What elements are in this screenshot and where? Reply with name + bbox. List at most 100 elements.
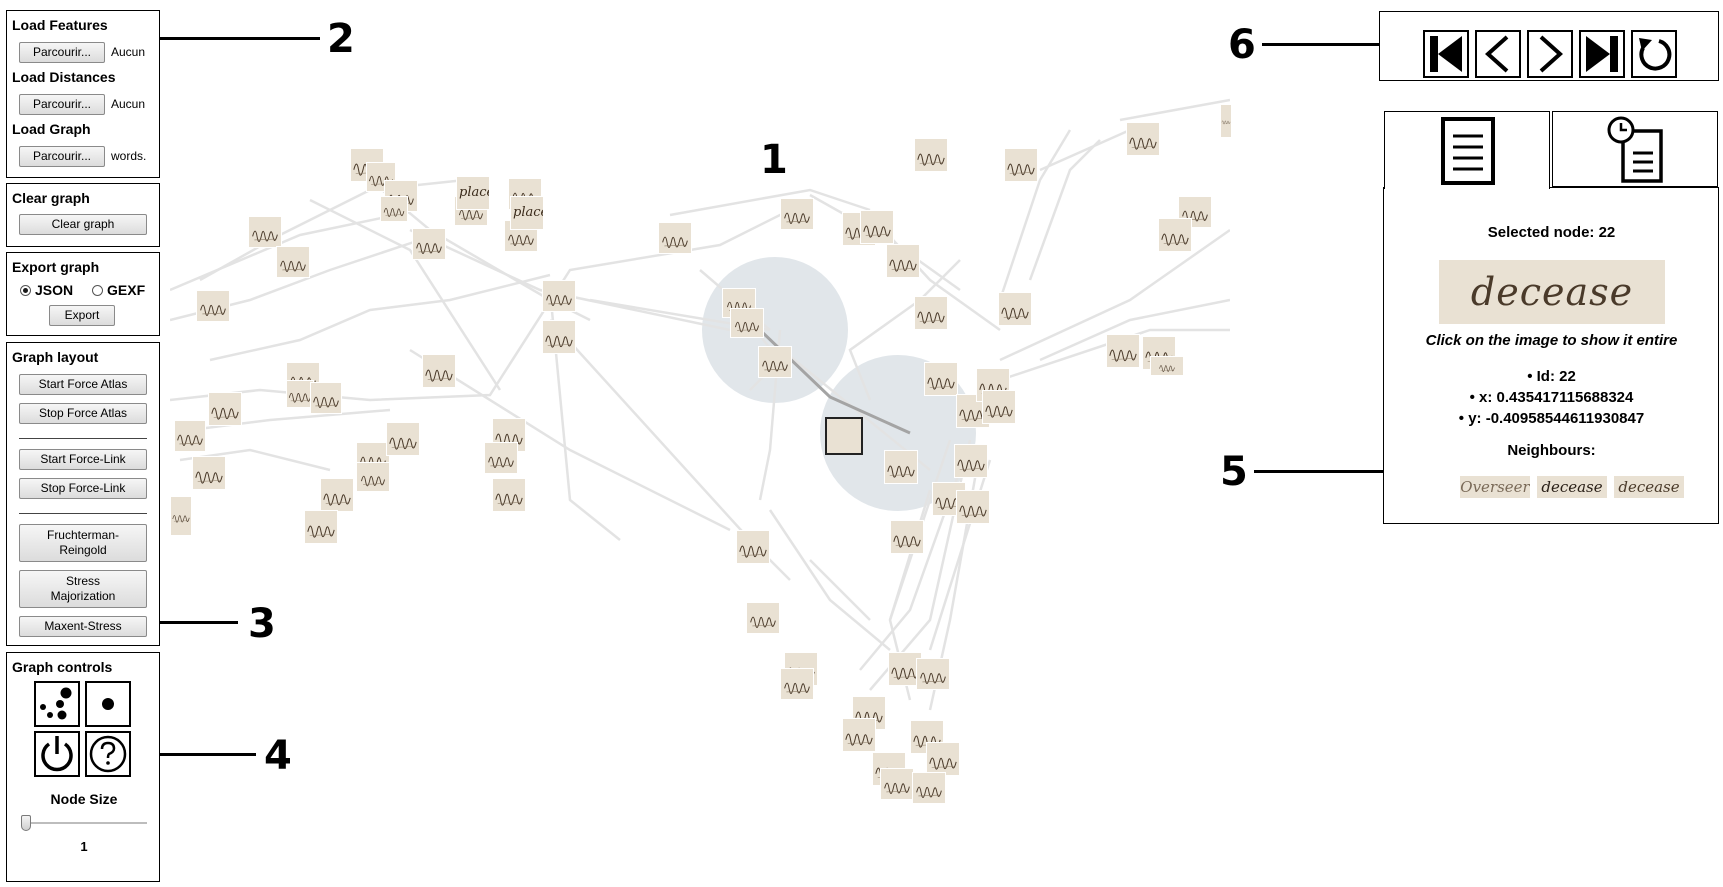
node-y: y: -0.40958544611930847	[1468, 410, 1645, 427]
word-node[interactable]	[914, 296, 948, 330]
neighbour-thumb[interactable]: Overseer	[1460, 476, 1530, 498]
word-node[interactable]	[780, 198, 814, 230]
graph-edges	[170, 98, 1230, 711]
word-node[interactable]	[208, 392, 242, 426]
word-node[interactable]	[356, 462, 390, 492]
export-button[interactable]: Export	[49, 305, 115, 326]
word-node[interactable]	[484, 442, 518, 474]
word-node[interactable]	[412, 228, 446, 260]
json-radio[interactable]	[20, 285, 31, 296]
word-node[interactable]: place	[510, 196, 544, 230]
graph-canvas[interactable]: place place	[170, 0, 1232, 887]
slider-thumb[interactable]	[21, 815, 31, 831]
word-node[interactable]	[842, 718, 876, 752]
graph-controls-title: Graph controls	[12, 659, 113, 675]
word-node[interactable]	[924, 362, 958, 396]
stop-force-link-button[interactable]: Stop Force-Link	[19, 478, 147, 499]
start-force-link-button[interactable]: Start Force-Link	[19, 449, 147, 470]
help-button[interactable]	[85, 731, 131, 777]
word-node[interactable]	[1158, 218, 1192, 252]
word-node[interactable]	[320, 478, 354, 512]
single-dot-button[interactable]	[85, 681, 131, 727]
word-node[interactable]	[170, 496, 192, 536]
word-node[interactable]	[884, 450, 918, 484]
word-node[interactable]	[736, 530, 770, 564]
word-node[interactable]	[746, 602, 780, 634]
neighbour-thumb[interactable]: decease	[1614, 476, 1684, 498]
word-node[interactable]	[780, 668, 814, 700]
fruchterman-reingold-button[interactable]: Fruchterman-Reingold	[19, 524, 147, 562]
features-file-name: Aucun	[111, 45, 146, 59]
reset-icon	[1639, 38, 1672, 71]
browse-features-button[interactable]: Parcourir...	[19, 42, 105, 63]
word-node[interactable]	[1150, 356, 1184, 376]
load-graph-title: Load Graph	[12, 121, 91, 137]
word-node[interactable]	[912, 772, 946, 804]
node-size-value: 1	[80, 839, 88, 854]
word-node[interactable]	[542, 320, 576, 354]
word-node[interactable]	[860, 210, 894, 244]
word-node[interactable]	[276, 246, 310, 278]
word-node[interactable]	[422, 354, 456, 388]
word-node[interactable]	[192, 456, 226, 490]
word-node[interactable]	[758, 346, 792, 378]
first-button[interactable]	[1423, 30, 1469, 78]
stop-force-atlas-button[interactable]: Stop Force Atlas	[19, 403, 147, 424]
last-button[interactable]	[1579, 30, 1625, 78]
word-node[interactable]	[1106, 334, 1140, 368]
word-node[interactable]	[926, 742, 960, 776]
neighbour-thumb[interactable]: decease	[1537, 476, 1607, 498]
distances-file-name: Aucun	[111, 97, 146, 111]
word-node[interactable]	[916, 658, 950, 690]
clear-graph-button[interactable]: Clear graph	[19, 214, 147, 235]
stress-label-line2: Majorization	[50, 589, 116, 603]
word-node[interactable]	[492, 478, 526, 512]
reset-button[interactable]	[1631, 30, 1677, 78]
word-node[interactable]	[542, 280, 576, 312]
word-node[interactable]	[380, 196, 408, 222]
word-node[interactable]	[248, 216, 282, 248]
next-button[interactable]	[1527, 30, 1573, 78]
last-icon	[1586, 36, 1618, 72]
word-node[interactable]	[982, 390, 1016, 424]
node-size-slider[interactable]	[21, 815, 147, 831]
browse-graph-button[interactable]: Parcourir...	[19, 146, 105, 167]
word-node[interactable]	[730, 308, 764, 338]
word-node[interactable]	[304, 510, 338, 544]
scatter-dots-button[interactable]	[34, 681, 80, 727]
word-node[interactable]	[196, 290, 230, 322]
word-node[interactable]	[890, 520, 924, 554]
maxent-stress-button[interactable]: Maxent-Stress	[19, 616, 147, 637]
word-node[interactable]	[954, 444, 988, 478]
power-button[interactable]	[34, 731, 80, 777]
browse-distances-button[interactable]: Parcourir...	[19, 94, 105, 115]
load-distances-title: Load Distances	[12, 69, 116, 85]
previous-button[interactable]	[1475, 30, 1521, 78]
start-force-atlas-button[interactable]: Start Force Atlas	[19, 374, 147, 395]
tab-history[interactable]	[1552, 111, 1718, 187]
word-node[interactable]	[1220, 104, 1232, 138]
word-node[interactable]	[286, 380, 314, 408]
selected-word-image[interactable]: decease	[1439, 260, 1665, 324]
word-node[interactable]	[886, 244, 920, 278]
document-icon	[1441, 117, 1495, 185]
clear-graph-title: Clear graph	[12, 190, 90, 206]
node-x: x: 0.435417115688324	[1479, 389, 1634, 406]
word-node[interactable]	[956, 490, 990, 524]
callout-1: 1	[760, 137, 788, 183]
word-node[interactable]	[386, 422, 420, 456]
gexf-radio[interactable]	[92, 285, 103, 296]
tab-details[interactable]	[1384, 111, 1550, 189]
word-node[interactable]	[914, 138, 948, 172]
selected-word-text: decease	[1470, 270, 1634, 314]
word-node[interactable]	[310, 382, 342, 414]
word-node[interactable]	[998, 292, 1032, 326]
word-node[interactable]	[174, 420, 206, 452]
word-node[interactable]	[880, 768, 914, 800]
word-node[interactable]	[658, 222, 692, 254]
selected-node[interactable]	[825, 417, 863, 455]
word-node[interactable]	[1126, 122, 1160, 156]
word-node[interactable]: place	[456, 176, 490, 210]
word-node[interactable]	[1004, 148, 1038, 182]
